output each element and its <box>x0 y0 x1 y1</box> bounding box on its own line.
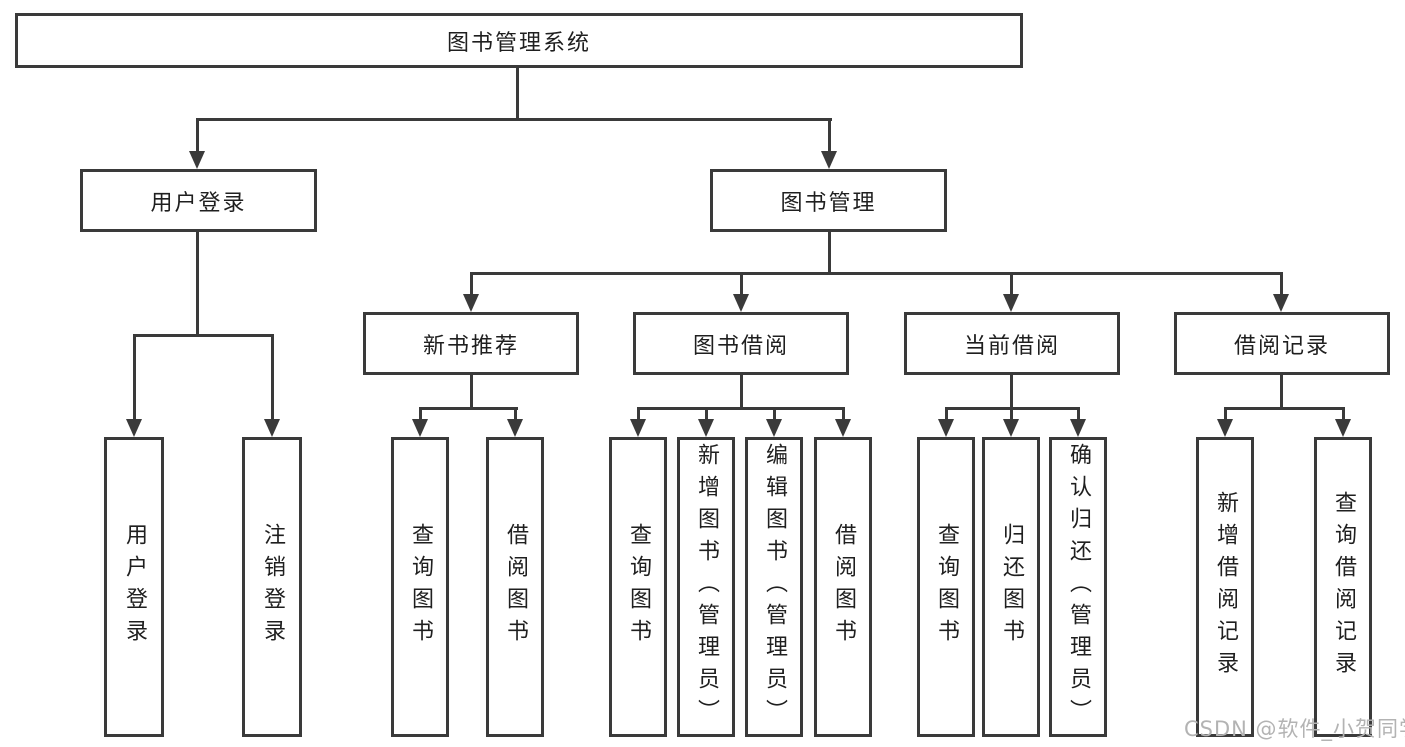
node-borrowing-records: 借阅记录 <box>1174 312 1390 375</box>
node-leaf-return-books: 归还图书 <box>982 437 1040 737</box>
connector-drop-leaf <box>842 407 845 421</box>
connector-l3-stem <box>1010 375 1013 409</box>
connector-l3-stem <box>1280 375 1283 409</box>
node-leaf-query-books: 查询图书 <box>609 437 667 737</box>
connector-drop-l3 <box>1010 272 1013 296</box>
node-leaf-add-borrow-record: 新增借阅记录 <box>1196 437 1254 737</box>
connector-drop-leaf <box>271 334 274 420</box>
connector-drop-leaf <box>419 407 422 421</box>
connector-l4-spread <box>637 407 845 410</box>
connector-drop-leaf <box>637 407 640 421</box>
node-leaf-query-borrow-record: 查询借阅记录 <box>1314 437 1372 737</box>
connector-drop-leaf <box>1342 407 1345 421</box>
arrow-down-icon <box>1335 419 1351 437</box>
connector-drop-l3 <box>740 272 743 296</box>
connector-drop-leaf <box>133 334 136 420</box>
csdn-watermark: CSDN @软件_小贺同学 <box>1184 717 1405 741</box>
arrow-down-icon <box>766 419 782 437</box>
connector-l4-spread <box>419 407 518 410</box>
node-new-book-recommend: 新书推荐 <box>363 312 579 375</box>
arrow-down-icon <box>733 294 749 312</box>
connector-user-spread <box>133 334 274 337</box>
arrow-down-icon <box>938 419 954 437</box>
connector-drop-leaf <box>1077 407 1080 421</box>
connector-l3-stem <box>740 375 743 409</box>
node-leaf-logout: 注销登录 <box>242 437 302 737</box>
arrow-down-icon <box>463 294 479 312</box>
node-leaf-user-login: 用户登录 <box>104 437 164 737</box>
connector-l4-spread <box>1224 407 1345 410</box>
connector-drop-user-login <box>196 118 199 152</box>
connector-drop-leaf <box>1010 407 1013 421</box>
node-book-management: 图书管理 <box>710 169 947 232</box>
arrow-down-icon <box>1003 419 1019 437</box>
connector-drop-l3 <box>470 272 473 296</box>
connector-drop-book-mgmt <box>828 118 831 152</box>
arrow-down-icon <box>835 419 851 437</box>
node-leaf-borrow-books: 借阅图书 <box>814 437 872 737</box>
connector-user-stem <box>196 232 199 336</box>
connector-book-stem <box>828 232 831 274</box>
connector-drop-leaf <box>705 407 708 421</box>
connector-drop-l3 <box>1280 272 1283 296</box>
arrow-down-icon <box>412 419 428 437</box>
arrow-down-icon <box>1070 419 1086 437</box>
connector-drop-leaf <box>945 407 948 421</box>
node-leaf-add-books-admin: 新增图书（管理员） <box>677 437 735 737</box>
node-leaf-query-books: 查询图书 <box>917 437 975 737</box>
node-user-login: 用户登录 <box>80 169 317 232</box>
arrow-down-icon <box>507 419 523 437</box>
node-library-system: 图书管理系统 <box>15 13 1023 68</box>
arrow-down-icon <box>1217 419 1233 437</box>
connector-book-spread <box>470 272 1283 275</box>
arrow-down-icon <box>1273 294 1289 312</box>
node-leaf-edit-books-admin: 编辑图书（管理员） <box>745 437 803 737</box>
arrow-down-icon <box>821 151 837 169</box>
connector-root-spread <box>196 118 832 121</box>
connector-drop-leaf <box>514 407 517 421</box>
arrow-down-icon <box>189 151 205 169</box>
node-leaf-borrow-books: 借阅图书 <box>486 437 544 737</box>
connector-root-stem <box>516 68 519 121</box>
connector-l3-stem <box>470 375 473 409</box>
connector-drop-leaf <box>1224 407 1227 421</box>
arrow-down-icon <box>264 419 280 437</box>
node-leaf-query-books: 查询图书 <box>391 437 449 737</box>
node-leaf-confirm-return-admin: 确认归还（管理员） <box>1049 437 1107 737</box>
arrow-down-icon <box>1003 294 1019 312</box>
node-book-borrowing: 图书借阅 <box>633 312 849 375</box>
arrow-down-icon <box>698 419 714 437</box>
arrow-down-icon <box>126 419 142 437</box>
arrow-down-icon <box>630 419 646 437</box>
node-current-borrowing: 当前借阅 <box>904 312 1120 375</box>
connector-drop-leaf <box>773 407 776 421</box>
